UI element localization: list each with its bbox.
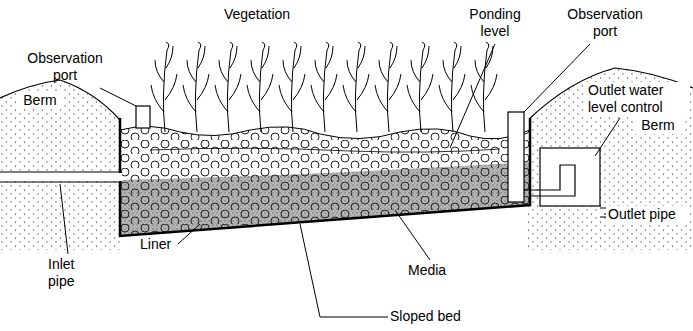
plant-stroke [439,42,465,132]
plant-stroke [151,42,177,132]
part-label: Inlet pipe [48,256,98,290]
part-label: Media [408,262,468,279]
plant-stroke [407,42,433,132]
part-label: Vegetation [212,6,302,23]
plant-stroke [247,42,273,132]
plant-stroke [183,42,209,132]
part-label: Observation port [20,50,110,84]
part-label: Observation port [560,6,650,40]
plant-stroke [215,42,241,132]
plant-stroke [343,42,369,132]
part-label: Liner [140,236,190,253]
part-label: Outlet water level control [586,82,690,116]
part-label: Berm [634,117,682,134]
part-label: Berm [16,92,64,109]
part-label: Outlet pipe [606,206,690,223]
part-label: Sloped bed [390,308,480,325]
plant-stroke [375,42,401,132]
plant-stroke [471,42,497,132]
plant-stroke [279,42,305,132]
plant-stroke [311,42,337,132]
part-label: Ponding level [460,6,530,40]
